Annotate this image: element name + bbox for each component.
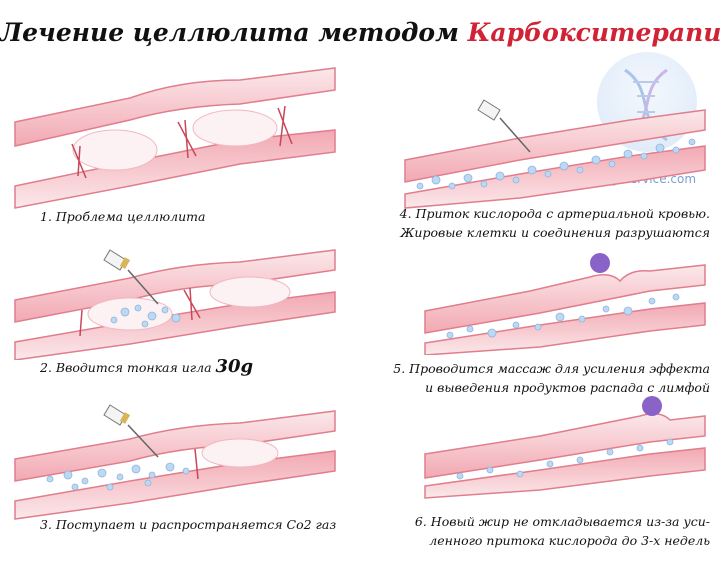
- step-2-caption: 2. Вводится тонкая игла 30g: [40, 357, 253, 377]
- step-4-caption-line1: 4. Приток кислорода с артериальной кровь…: [399, 206, 710, 221]
- step-4-caption-line2: Жировые клетки и соединения разрушаются: [400, 225, 710, 240]
- step-4-illustration: [400, 90, 710, 210]
- step-5-caption-line2: и выведения продуктов распада с лимфой: [425, 380, 710, 395]
- page-title: Лечение целлюлита методом Карбокситерапи…: [0, 18, 720, 47]
- step-2-tissue: [14, 249, 336, 360]
- needle-gauge: 30g: [215, 356, 254, 377]
- step-3-caption: 3. Поступает и распространяется Co2 газ: [40, 517, 337, 532]
- step-6-tissue: [424, 396, 706, 499]
- step-2-caption-text: 2. Вводится тонкая игла: [40, 360, 216, 375]
- step-5-caption: 5. Проводится массаж для усиления эффект…: [380, 359, 710, 397]
- step-3-tissue: [14, 404, 336, 520]
- step-1-illustration: [10, 60, 340, 210]
- needle-icon: [477, 99, 531, 153]
- step-1-caption: 1. Проблема целлюлита: [40, 209, 206, 224]
- title-accent: Карбокситерапии: [467, 18, 720, 47]
- step-6-illustration: [420, 390, 710, 500]
- step-3-illustration: [10, 395, 340, 520]
- step-4-tissue: [404, 99, 706, 209]
- massage-ball-icon: [590, 253, 610, 273]
- needle-icon: [103, 404, 159, 458]
- step-4-caption: 4. Приток кислорода с артериальной кровь…: [380, 204, 710, 242]
- step-5-illustration: [420, 245, 710, 355]
- step-6-caption: 6. Новый жир не откладывается из-за уси-…: [380, 512, 710, 550]
- step-2-illustration: [10, 230, 340, 360]
- step-5-tissue: [424, 253, 706, 355]
- step-5-caption-line1: 5. Проводится массаж для усиления эффект…: [393, 361, 710, 376]
- massage-ball-icon: [642, 396, 662, 416]
- needle-icon: [103, 249, 159, 305]
- step-6-caption-line1: 6. Новый жир не откладывается из-за уси-: [414, 514, 710, 529]
- step-1-tissue: [14, 67, 336, 209]
- step-6-caption-line2: ленного притока кислорода до 3-х недель: [429, 533, 710, 548]
- title-prefix: Лечение целлюлита методом: [0, 18, 459, 47]
